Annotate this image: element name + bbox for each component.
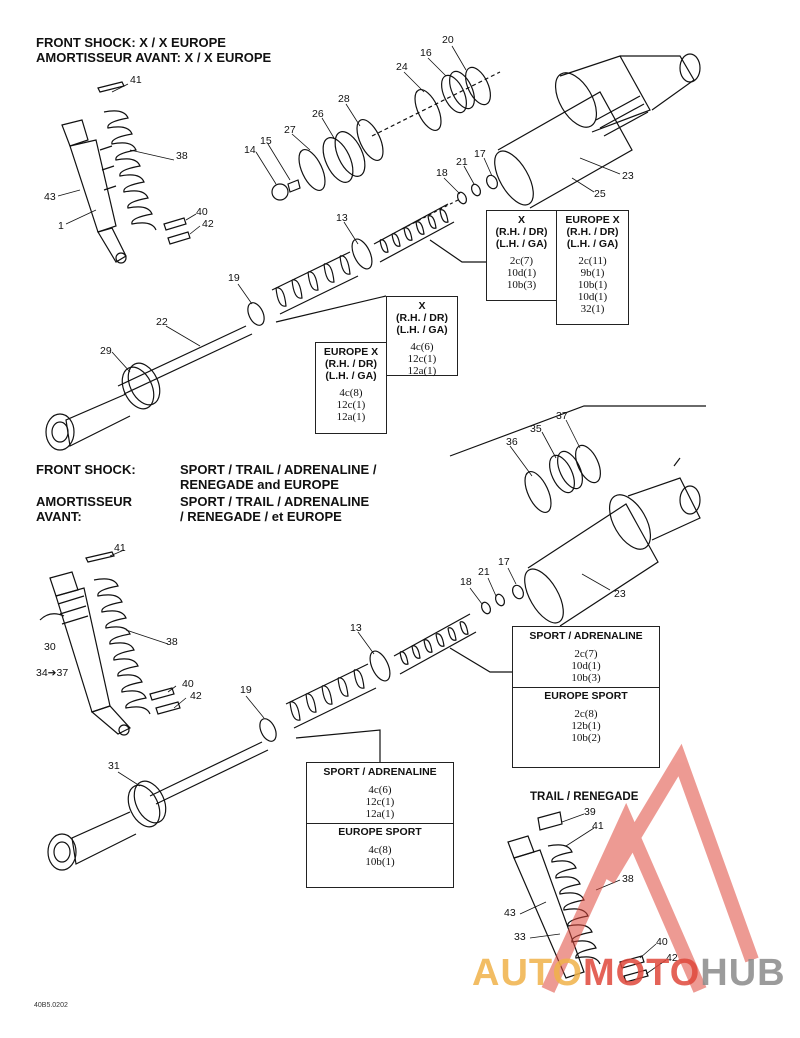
header-top-line1: FRONT SHOCK: X / X EUROPE bbox=[36, 35, 226, 50]
part-label: 23 bbox=[614, 588, 626, 600]
watermark-text: AUTOMOTOHUB bbox=[472, 952, 786, 995]
shim-stack-upper-right bbox=[373, 203, 455, 263]
part-label: 43 bbox=[44, 191, 56, 203]
spec-box-europe-x-upper: EUROPE X (R.H. / DR) (L.H. / GA) 2c(11) … bbox=[556, 210, 629, 325]
part-label: 41 bbox=[130, 74, 142, 86]
part-label: 40 bbox=[656, 936, 668, 948]
shaft-22-top bbox=[45, 325, 253, 451]
part-label: 38 bbox=[622, 873, 634, 885]
part-label: 38 bbox=[176, 150, 188, 162]
part-label: 42 bbox=[202, 218, 214, 230]
part-label: 34➔37 bbox=[36, 667, 69, 679]
shim-stack-lower-left bbox=[285, 663, 377, 729]
part-label: 37 bbox=[556, 410, 568, 422]
header-top-line2: AMORTISSEUR AVANT: X / X EUROPE bbox=[36, 50, 272, 65]
part-label: 17 bbox=[474, 148, 486, 160]
part-label: 19 bbox=[228, 272, 240, 284]
part-label: 31 bbox=[108, 760, 120, 772]
spec-box-x-lower: X (R.H. / DR) (L.H. / GA) 4c(6) 12c(1) 1… bbox=[386, 296, 458, 377]
header-bottom-value1a: SPORT / TRAIL / ADRENALINE / bbox=[180, 462, 377, 477]
header-bottom-label1: FRONT SHOCK: bbox=[36, 462, 136, 477]
spec-box-sport-upper: SPORT / ADRENALINE 2c(7) 10d(1) 10b(3) E… bbox=[512, 626, 660, 768]
header-bottom-value2a: SPORT / TRAIL / ADRENALINE bbox=[180, 494, 370, 509]
assembled-shock-top bbox=[61, 119, 127, 264]
part-label: 15 bbox=[260, 135, 272, 147]
part-label: 1 bbox=[58, 220, 64, 232]
watermark-logo bbox=[541, 743, 759, 993]
part-label: 26 bbox=[312, 108, 324, 120]
shaft-31-bottom bbox=[47, 741, 269, 871]
header-bottom-value1b: RENEGADE and EUROPE bbox=[180, 477, 339, 492]
spec-box-europe-x-lower: EUROPE X (R.H. / DR) (L.H. / GA) 4c(8) 1… bbox=[315, 342, 387, 434]
watermark-part3: HUB bbox=[700, 952, 786, 994]
part-label: 29 bbox=[100, 345, 112, 357]
shim-stack-upper-left bbox=[271, 251, 359, 315]
spec-box-sport-lower: SPORT / ADRENALINE 4c(6) 12c(1) 12a(1) E… bbox=[306, 762, 454, 888]
watermark-part1: AUTO bbox=[472, 952, 583, 994]
shim-stack-lower-right bbox=[393, 613, 477, 675]
watermark-part2: MOTO bbox=[582, 952, 701, 994]
part-label: 42 bbox=[666, 952, 678, 964]
part-label: 25 bbox=[594, 188, 606, 200]
spring-38-bottom bbox=[93, 578, 151, 715]
header-bottom-value2b: / RENEGADE / et EUROPE bbox=[180, 509, 342, 524]
part-label: 42 bbox=[190, 690, 202, 702]
part-label: 24 bbox=[396, 61, 408, 73]
part-label: 14 bbox=[244, 144, 256, 156]
part-label: 23 bbox=[622, 170, 634, 182]
part-label: 43 bbox=[504, 907, 516, 919]
part-label: 33 bbox=[514, 931, 526, 943]
part-label: 21 bbox=[456, 156, 468, 168]
part-label: 20 bbox=[442, 34, 454, 46]
part-label: 40 bbox=[196, 206, 208, 218]
drawing-code: 40B5.0202 bbox=[34, 1002, 68, 1009]
spring-38-top bbox=[103, 110, 157, 231]
part-label: 41 bbox=[592, 820, 604, 832]
header-bottom-label2a: AMORTISSEUR bbox=[36, 494, 133, 509]
part-label: 18 bbox=[460, 576, 472, 588]
part-label: 18 bbox=[436, 167, 448, 179]
shock-body-23-top bbox=[494, 53, 701, 209]
part-label: 28 bbox=[338, 93, 350, 105]
part-label: 36 bbox=[506, 436, 518, 448]
assembled-shock-bottom bbox=[39, 571, 131, 736]
header-bottom-label2b: AVANT: bbox=[36, 509, 82, 524]
part-label: 21 bbox=[478, 566, 490, 578]
part-label: 16 bbox=[420, 47, 432, 59]
part-label: 13 bbox=[350, 622, 362, 634]
trail-renegade-label: TRAIL / RENEGADE bbox=[530, 791, 639, 803]
shock-body-23-bottom bbox=[524, 457, 701, 627]
part-label: 17 bbox=[498, 556, 510, 568]
part-label: 41 bbox=[114, 542, 126, 554]
part-label: 38 bbox=[166, 636, 178, 648]
part-label: 27 bbox=[284, 124, 296, 136]
part-label: 30 bbox=[44, 641, 56, 653]
part-label: 19 bbox=[240, 684, 252, 696]
part-label: 39 bbox=[584, 806, 596, 818]
spec-box-x-upper: X (R.H. / DR) (L.H. / GA) 2c(7) 10d(1) 1… bbox=[486, 210, 557, 301]
trail-renegade-shock bbox=[507, 811, 649, 983]
part-label: 22 bbox=[156, 316, 168, 328]
part-label: 35 bbox=[530, 423, 542, 435]
part-label: 13 bbox=[336, 212, 348, 224]
part-label: 40 bbox=[182, 678, 194, 690]
